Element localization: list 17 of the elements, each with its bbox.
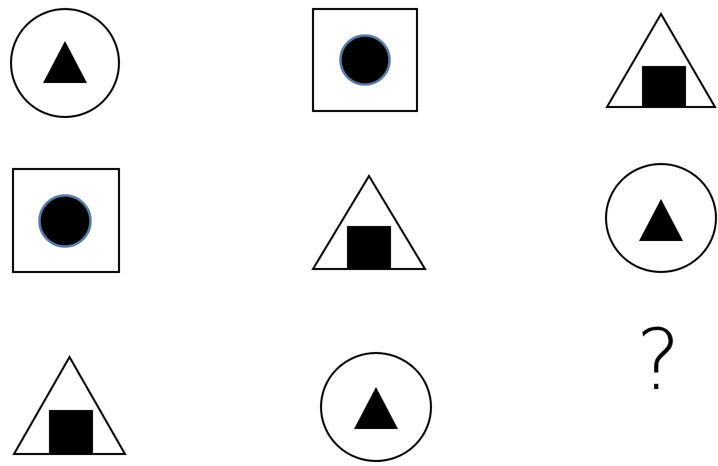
circle-shape xyxy=(605,163,717,273)
triangle-shape xyxy=(354,387,398,429)
circle-shape xyxy=(339,34,391,86)
triangle-shape xyxy=(639,199,683,241)
square-shape xyxy=(12,168,120,273)
square-shape xyxy=(49,410,93,455)
square-shape xyxy=(642,66,686,108)
circle-shape xyxy=(320,352,432,462)
triangle-shape xyxy=(605,12,717,108)
circle-shape xyxy=(38,194,92,248)
square-shape xyxy=(347,226,391,270)
square-shape xyxy=(312,8,418,112)
question-mark: ? xyxy=(636,318,681,402)
circle-shape xyxy=(10,8,120,118)
triangle-shape xyxy=(12,355,127,455)
triangle-shape xyxy=(311,174,427,270)
triangle-shape xyxy=(43,41,87,83)
